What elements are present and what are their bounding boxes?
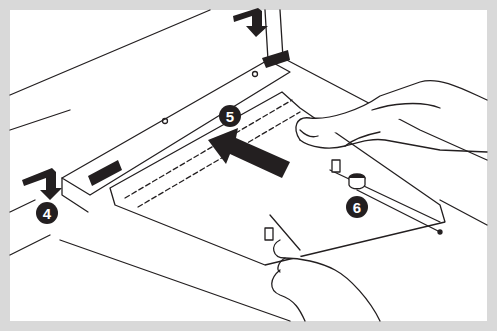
callout-number: 6 (346, 196, 368, 218)
cabinet-edge (283, 58, 487, 160)
callout-number: 5 (219, 105, 241, 127)
hand (300, 139, 487, 152)
push-arrow (22, 168, 62, 200)
fingernail (300, 130, 318, 137)
tab (265, 228, 273, 240)
cabinet-edge (440, 200, 487, 225)
rail-side (62, 178, 88, 212)
hand (274, 240, 380, 321)
wire-end (438, 230, 442, 234)
wire (357, 190, 440, 232)
clip (88, 160, 122, 186)
back-panel (280, 10, 283, 58)
cabinet-edge (10, 200, 35, 212)
panel (10, 10, 487, 321)
hand (272, 270, 305, 321)
finger (372, 104, 440, 110)
callout-number: 4 (36, 202, 58, 224)
cabinet-edge (10, 110, 70, 130)
finger (278, 258, 285, 272)
back-panel (265, 10, 268, 60)
cabinet-edge (10, 235, 50, 255)
cabinet-edge (60, 240, 290, 321)
cabinet-edge (10, 10, 210, 95)
clip (262, 50, 290, 68)
plate-edge (330, 170, 440, 222)
screw-hole (163, 119, 168, 124)
finger (345, 132, 380, 146)
hidden-edge (138, 112, 300, 207)
screw-hole (253, 72, 258, 77)
tab (332, 160, 340, 172)
insert-arrow (208, 128, 290, 178)
rail (62, 60, 290, 195)
push-arrow (233, 8, 268, 37)
knob (349, 178, 365, 189)
hidden-edge (125, 100, 292, 198)
hand (296, 81, 487, 140)
